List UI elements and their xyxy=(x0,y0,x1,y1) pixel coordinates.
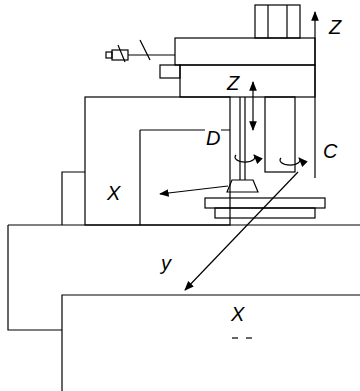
quill-slot xyxy=(286,5,287,38)
axis-arrow xyxy=(314,12,315,178)
table-saddle xyxy=(215,208,315,218)
axis-label: y xyxy=(160,252,172,274)
axis-arrow xyxy=(160,186,228,194)
axis-label: Z xyxy=(328,16,342,38)
axis-label: X xyxy=(106,182,121,204)
column-step xyxy=(139,130,140,225)
axis-label: X xyxy=(230,303,245,325)
cutter xyxy=(227,180,258,192)
dash-mark xyxy=(232,337,238,338)
axis-label: Z xyxy=(226,72,240,94)
handwheel xyxy=(112,50,128,60)
small-box xyxy=(160,65,180,78)
quill-housing xyxy=(255,5,300,38)
column-body xyxy=(85,97,230,225)
shaft xyxy=(128,54,175,55)
quill-slot xyxy=(267,5,268,38)
machine-base xyxy=(62,295,360,391)
milling-head xyxy=(175,38,315,65)
column-foot xyxy=(62,172,85,225)
spindle-d xyxy=(239,97,240,180)
dash-mark xyxy=(246,337,252,338)
head-housing xyxy=(180,65,315,97)
rotation-arrow xyxy=(280,158,300,165)
lever xyxy=(140,40,150,60)
rotation-arrow xyxy=(235,155,255,162)
spindle-d xyxy=(244,97,245,180)
axis-label: D xyxy=(205,127,221,149)
axis-arrow xyxy=(185,172,298,290)
axis-label: C xyxy=(322,140,338,162)
knob xyxy=(106,52,112,58)
side-cabinet xyxy=(8,225,62,330)
axis-arrow xyxy=(252,82,253,130)
